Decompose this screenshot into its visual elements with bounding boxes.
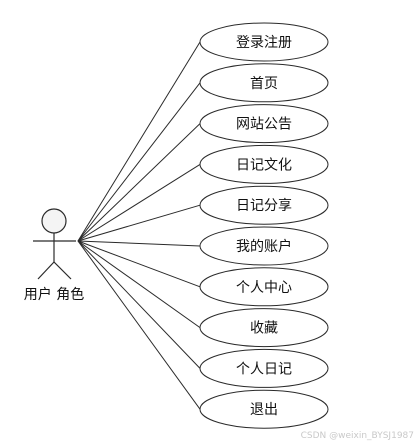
use-case-ellipse (199, 389, 329, 429)
association-line (77, 82, 201, 242)
use-case: 个人中心 (199, 267, 329, 307)
use-case-label: 网站公告 (236, 117, 292, 133)
use-case-ellipse (199, 63, 329, 103)
use-case-ellipse (199, 226, 329, 266)
use-case-label: 日记文化 (236, 157, 292, 173)
use-case: 登录注册 (199, 22, 329, 62)
actor-left-leg (37, 261, 55, 280)
use-case: 我的账户 (199, 226, 329, 266)
association-line (77, 240, 201, 288)
association-line (77, 240, 201, 369)
use-case-label: 我的账户 (236, 238, 292, 255)
use-case-label: 登录注册 (236, 35, 292, 51)
use-case-label: 退出 (250, 402, 278, 418)
use-case: 收藏 (199, 308, 329, 348)
use-case: 日记文化 (199, 144, 329, 184)
actor: 用户 角色 (24, 208, 84, 303)
use-case-ellipse (199, 308, 329, 348)
use-case-ellipse (199, 348, 329, 388)
association-line (77, 240, 201, 329)
association-line (77, 41, 201, 242)
use-case-label: 收藏 (250, 321, 278, 337)
association-line (77, 240, 201, 247)
association-lines (77, 41, 201, 410)
association-line (77, 240, 201, 410)
actor-right-leg (53, 261, 72, 280)
use-case-ellipse (199, 104, 329, 144)
use-case-ellipse (199, 22, 329, 62)
actor-label: 用户 角色 (24, 286, 84, 303)
actor-head (41, 208, 67, 234)
association-line (77, 204, 201, 242)
use-case: 日记分享 (199, 185, 329, 225)
use-case-label: 首页 (250, 76, 278, 92)
use-case-label: 个人中心 (236, 280, 292, 296)
watermark: CSDN @weixin_BYSJ1987 (301, 431, 414, 441)
use-case: 个人日记 (199, 348, 329, 388)
association-line (77, 123, 201, 242)
use-case-ellipse (199, 144, 329, 184)
use-case: 网站公告 (199, 104, 329, 144)
use-case: 退出 (199, 389, 329, 429)
use-case: 首页 (199, 63, 329, 103)
use-case-label: 个人日记 (236, 361, 292, 377)
use-case-label: 日记分享 (236, 197, 292, 214)
association-line (77, 163, 201, 242)
use-case-ellipse (199, 267, 329, 307)
use-case-ellipse (199, 185, 329, 225)
